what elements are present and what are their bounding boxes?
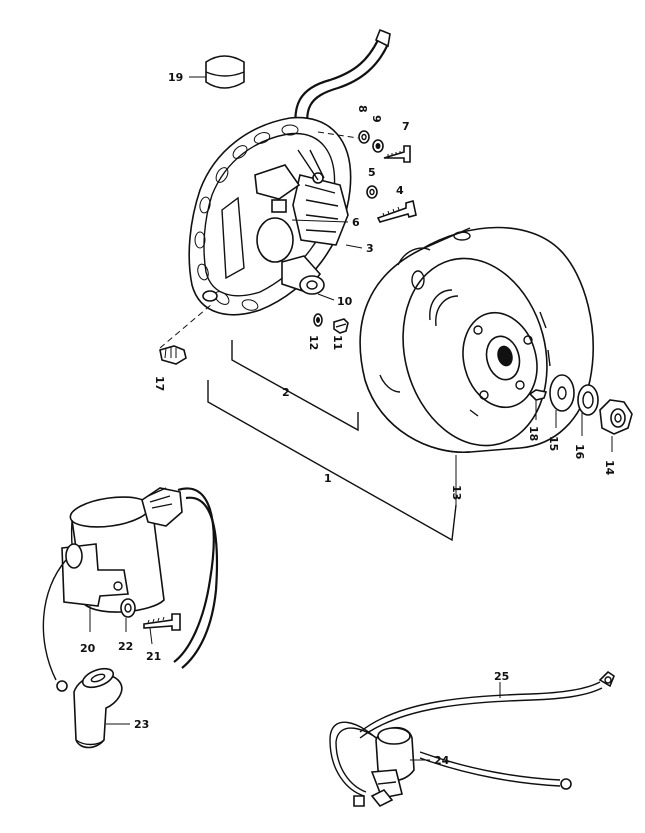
part-20-ignition-coil — [42, 487, 219, 692]
part-8-washer — [358, 130, 370, 144]
centerline-8 — [317, 131, 359, 139]
part-18-key — [528, 389, 548, 401]
callout-15: 15 — [547, 436, 560, 451]
callout-6: 6 — [352, 216, 360, 229]
callout-13: 13 — [450, 485, 463, 500]
centerline-17 — [159, 303, 213, 349]
part-13-flywheel — [359, 226, 594, 453]
callout-7: 7 — [402, 120, 410, 133]
callout-1: 1 — [324, 472, 332, 485]
part-4-screw — [376, 199, 417, 223]
leader-21 — [149, 627, 153, 645]
part-7-screw — [383, 145, 411, 163]
stator-wire-lead — [294, 28, 391, 141]
part-5-washer — [366, 185, 378, 199]
part-9-washer — [372, 139, 384, 153]
callout-18: 18 — [527, 426, 540, 441]
part-23-plug-cap — [73, 667, 123, 749]
bracket-2 — [231, 340, 359, 432]
part-15-washer — [549, 374, 575, 412]
part-25-wire-harness — [329, 670, 615, 807]
part-22-washer — [120, 598, 136, 618]
callout-3: 3 — [366, 242, 374, 255]
callout-21: 21 — [146, 650, 161, 663]
callout-9: 9 — [370, 115, 383, 123]
callout-25: 25 — [494, 670, 509, 683]
callout-5: 5 — [368, 166, 376, 179]
part-21-screw — [143, 613, 181, 631]
callout-24: 24 — [434, 754, 450, 767]
leader-3 — [345, 244, 363, 249]
part-12-washer — [313, 313, 323, 327]
callout-2: 2 — [282, 386, 290, 399]
callout-23: 23 — [134, 718, 149, 731]
callout-11: 11 — [331, 335, 344, 350]
bracket-1 — [207, 380, 457, 542]
leader-10 — [317, 293, 335, 301]
part-11-screw — [333, 318, 349, 334]
callout-20: 20 — [80, 642, 96, 655]
part-17-screw — [159, 345, 187, 365]
callout-16: 16 — [573, 444, 586, 460]
callout-22: 22 — [118, 640, 133, 653]
leader-6 — [291, 219, 349, 223]
callout-8: 8 — [356, 105, 369, 113]
callout-17: 17 — [153, 376, 166, 391]
callout-4: 4 — [396, 184, 404, 197]
part-24-switch — [370, 726, 415, 808]
stator-plate — [188, 116, 352, 316]
callout-14: 14 — [603, 460, 616, 476]
part-16-lockwasher — [577, 384, 599, 416]
part-14-nut — [599, 399, 633, 435]
callout-19: 19 — [168, 71, 183, 84]
part-19-grommet — [189, 55, 245, 89]
callout-12: 12 — [307, 335, 320, 350]
callout-10: 10 — [337, 295, 353, 308]
